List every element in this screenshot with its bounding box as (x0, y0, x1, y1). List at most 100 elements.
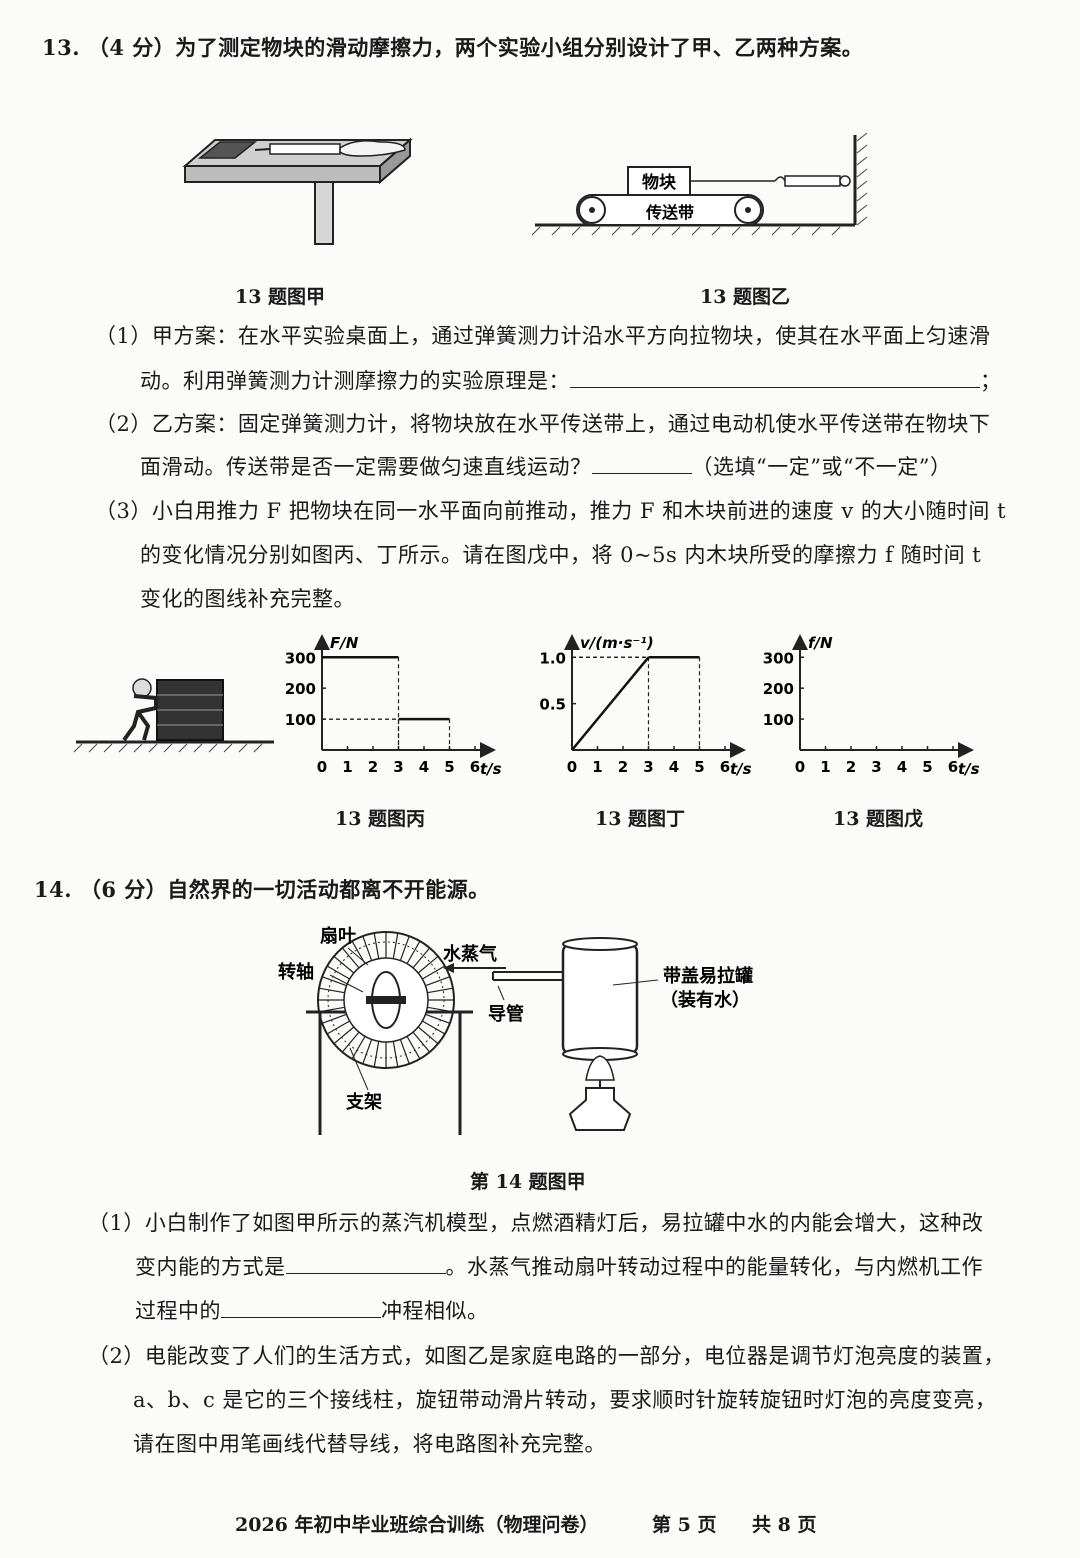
fan-blade-line (422, 965, 446, 980)
fig-13-bing-caption: 13 题图丙 (335, 808, 426, 830)
fan-blade-line (326, 1020, 350, 1035)
chart-ding-x-tick: 3 (643, 758, 653, 776)
fan-blade-line (417, 955, 439, 974)
fan-blade-line (351, 940, 366, 964)
q13-p1-line2: 动。利用弹簧测力计测摩擦力的实验原理是：； (140, 367, 1002, 393)
fan-blade-line (412, 1031, 431, 1053)
fan-blade-line (362, 1039, 373, 1065)
chart-ding-x-tick: 5 (694, 758, 704, 776)
label-steam: 水蒸气 (443, 943, 497, 965)
fan-blade-line (326, 965, 350, 980)
chart-ding-x-tick: 4 (669, 758, 679, 776)
fig-13-jia-caption: 13 题图甲 (235, 286, 326, 308)
fan-blade-line (392, 932, 399, 959)
fan-blade-line (321, 976, 347, 987)
chart-ding-y-tick: 0.5 (539, 696, 566, 714)
chart-wu-y-tick: 200 (763, 680, 794, 698)
chart-wu-x-tick: 0 (795, 758, 805, 776)
fan-blade-line (333, 955, 355, 974)
label-can: 带盖易拉罐 (663, 965, 753, 987)
fan-blade-line (373, 932, 380, 959)
fan-blade-line (341, 1031, 360, 1053)
chart-ding-y-tick: 1.0 (539, 649, 566, 667)
chart-wu-y-label: f/N (808, 634, 833, 652)
chart-bing-y-tick: 200 (285, 680, 316, 698)
chart-wu-x-tick: 3 (871, 758, 881, 776)
q13-p3-line1: （3）小白用推力 F 把物块在同一水平面向前推动，推力 F 和木块前进的速度 v… (95, 499, 1007, 523)
label-can-note: （装有水） (660, 989, 750, 1011)
chart-wu-y-tick: 300 (763, 649, 794, 667)
chart-wu-x-tick: 2 (846, 758, 856, 776)
fan-blade-line (333, 1026, 355, 1045)
q13-p3-line3: 变化的图线补充完整。 (140, 587, 355, 611)
chart-ding-x-tick: 1 (592, 758, 602, 776)
chart-bing-x-tick: 6 (470, 758, 480, 776)
fan-blade-line (412, 947, 431, 969)
chart-bing-x-tick: 4 (419, 758, 429, 776)
fan-blade-line (362, 935, 373, 961)
q14-p1-line2: 变内能的方式是。水蒸气推动扇叶转动过程中的能量转化，与内燃机工作 (135, 1253, 983, 1279)
footer-page-number: 第 5 页 (652, 1514, 717, 1536)
fan-blade-line (373, 1041, 380, 1068)
fan-wheel (317, 931, 455, 1069)
answer-blank-heat-method[interactable] (285, 1253, 446, 1274)
footer-exam-title: 2026 年初中毕业班综合训练（物理问卷） (235, 1514, 599, 1536)
fig-13-person-pushing-box (73, 678, 274, 753)
chart-bing-x-tick: 2 (368, 758, 378, 776)
label-shaft: 转轴 (278, 961, 314, 983)
chart-bing-x-label: t/s (480, 760, 502, 778)
label-pipe: 导管 (488, 1003, 524, 1025)
fan-blade-line (422, 1020, 446, 1035)
fan-blade-line (341, 947, 360, 969)
fig-13-ding-caption: 13 题图丁 (595, 808, 686, 830)
fig-13-jia-table-diagram (182, 137, 413, 245)
fan-blade-line (427, 987, 454, 994)
chart-ding-x-label: t/s (730, 760, 752, 778)
chart-bing-x-tick: 0 (317, 758, 327, 776)
fan-blade-line (321, 1013, 347, 1024)
q14-p2-line1: （2）电能改变了人们的生活方式，如图乙是家庭电路的一部分，电位器是调节灯泡亮度的… (88, 1344, 1005, 1368)
fan-blade-line (318, 987, 345, 994)
fan-blade-line (406, 940, 421, 964)
chart-bing-x-tick: 3 (393, 758, 403, 776)
fan-blade-line (399, 935, 410, 961)
fan-blade-line (425, 1013, 451, 1024)
fig-13-yi-block-label: 物块 (642, 172, 677, 193)
q14-p1-line3: 过程中的冲程相似。 (135, 1297, 489, 1323)
chart-wu-x-tick: 5 (922, 758, 932, 776)
chart-ding-x-tick: 2 (618, 758, 628, 776)
q13-p2-line1: （2）乙方案：固定弹簧测力计，将物块放在水平传送带上，通过电动机使水平传送带在物… (95, 412, 991, 436)
fan-blade-line (351, 1036, 366, 1060)
chart-ding-x-tick: 6 (720, 758, 730, 776)
q14-p2-line2: a、b、c 是它的三个接线柱，旋钮带动滑片转动，要求顺时针旋转旋钮时灯泡的亮度变… (133, 1388, 997, 1412)
chart-bing-x-tick: 1 (342, 758, 352, 776)
fan-blade-line (406, 1036, 421, 1060)
q13-p2-line2: 面滑动。传送带是否一定需要做匀速直线运动？（选填“一定”或“不一定”） (140, 453, 952, 479)
fig-14-caption: 第 14 题图甲 (470, 1171, 586, 1193)
answer-blank-uniform-motion[interactable] (591, 453, 692, 474)
answer-blank-stroke[interactable] (221, 1297, 381, 1318)
fan-blade-line (417, 1026, 439, 1045)
fan-blade-line (318, 1006, 345, 1013)
q13-header: 13. （4 分）为了测定物块的滑动摩擦力，两个实验小组分别设计了甲、乙两种方案… (42, 35, 864, 60)
chart-bing-y-tick: 300 (285, 649, 316, 667)
chart-ding-series-segment (571, 656, 650, 751)
chart-wu-x-tick: 6 (948, 758, 958, 776)
q14-p2-line3: 请在图中用笔画线代替导线，将电路图补充完整。 (133, 1432, 606, 1456)
q14-p1-line1: （1）小白制作了如图甲所示的蒸汽机模型，点燃酒精灯后，易拉罐中水的内能会增大，这… (88, 1211, 984, 1235)
fig-13-yi-conveyor-diagram: 物块 传送带 (531, 133, 868, 236)
q13-p3-line2: 的变化情况分别如图丙、丁所示。请在图戊中，将 0~5s 内木块所受的摩擦力 f … (140, 543, 982, 567)
chart-ding-y-label: v/(m·s⁻¹) (580, 634, 654, 652)
label-fan-blade: 扇叶 (320, 925, 356, 947)
chart-wu-y-tick: 100 (763, 711, 794, 729)
fig-13-yi-belt-label: 传送带 (645, 203, 694, 222)
footer-total-pages: 共 8 页 (752, 1514, 817, 1536)
answer-blank-principle[interactable] (570, 367, 980, 388)
chart-wu-x-tick: 4 (897, 758, 907, 776)
fan-blade-line (399, 1039, 410, 1065)
chart-ding-x-tick: 0 (567, 758, 577, 776)
fan-blade-line (392, 1041, 399, 1068)
fig-14-steam-engine-model: 扇叶 转轴 水蒸气 导管 带盖易拉罐 （装有水） 支架 (278, 925, 753, 1135)
